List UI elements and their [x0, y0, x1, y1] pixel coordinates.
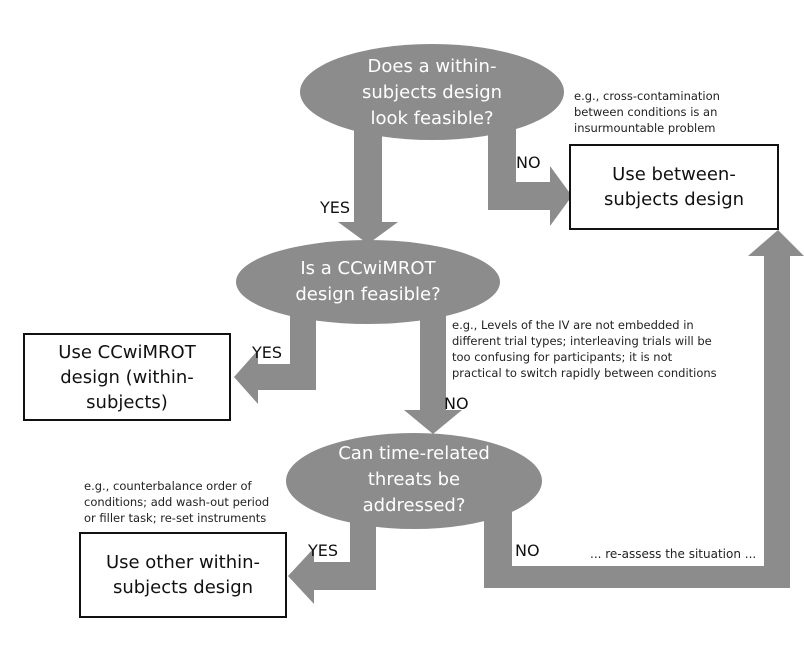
decision-3-text: Can time-related threats be addressed? [294, 441, 534, 519]
decision-ellipse-2 [236, 240, 500, 324]
arrow-d2-no [404, 302, 462, 434]
arrow-d3-no-loop [484, 230, 804, 588]
outcome-ccwimrot: Use CCwiMROT design (within- subjects) [23, 333, 231, 421]
note-line: practical to switch rapidly between cond… [452, 366, 717, 380]
note-line: e.g., counterbalance order of [84, 479, 252, 493]
decision-3-line: threats be [367, 469, 461, 490]
arrow-d3-yes [288, 506, 376, 604]
note-ccwimrot-infeasible: e.g., Levels of the IV are not embedded … [452, 317, 717, 381]
decision-ellipse-3 [286, 433, 542, 529]
note-line: conditions; add wash-out period [84, 495, 270, 509]
note-line: e.g., cross-contamination [574, 89, 720, 103]
outcome-other-line: subjects design [112, 577, 254, 598]
label-yes-3: YES [308, 541, 339, 560]
outcome-between-line: subjects design [603, 189, 745, 210]
note-line: insurmountable problem [574, 121, 716, 135]
decision-3-line: addressed? [362, 495, 466, 516]
decision-2-line: Is a CCwiMROT [300, 258, 436, 279]
note-time-threats-remedies: e.g., counterbalance order of conditions… [84, 478, 269, 526]
decision-ellipse-1 [300, 44, 564, 140]
outcome-between-line: Use between- [612, 164, 736, 185]
outcome-other-within: Use other within- subjects design [79, 532, 287, 618]
outcome-ccwimrot-line: Use CCwiMROT [58, 341, 196, 363]
decision-1-line: Does a within- [367, 56, 497, 77]
note-cross-contamination: e.g., cross-contamination between condit… [574, 88, 720, 136]
arrow-d1-yes [338, 118, 398, 244]
label-no-1: NO [516, 153, 541, 172]
label-reassess: ... re-assess the situation ... [590, 547, 757, 561]
decision-2-line: design feasible? [295, 284, 441, 305]
label-yes-1: YES [320, 198, 351, 217]
note-line: too confusing for participants; it is no… [452, 350, 673, 364]
label-no-2: NO [444, 394, 469, 413]
decision-1-text: Does a within- subjects design look feas… [312, 54, 552, 132]
outcome-other-line: Use other within- [105, 552, 261, 573]
label-no-3: NO [515, 541, 540, 560]
arrow-d2-yes [234, 302, 316, 404]
label-yes-2: YES [252, 343, 283, 362]
note-line: different trial types; interleaving tria… [452, 334, 712, 348]
outcome-between-subjects: Use between- subjects design [569, 144, 779, 230]
note-line: e.g., Levels of the IV are not embedded … [452, 318, 694, 332]
decision-1-line: subjects design [361, 82, 503, 103]
outcome-ccwimrot-line: design (within- [60, 366, 194, 388]
outcome-ccwimrot-line: subjects) [86, 391, 168, 413]
decision-3-line: Can time-related [338, 443, 490, 464]
note-line: or filler task; re-set instruments [84, 511, 267, 525]
arrow-d1-no [488, 118, 572, 226]
note-line: between conditions is an [574, 105, 718, 119]
decision-2-text: Is a CCwiMROT design feasible? [248, 256, 488, 308]
decision-1-line: look feasible? [370, 108, 494, 129]
